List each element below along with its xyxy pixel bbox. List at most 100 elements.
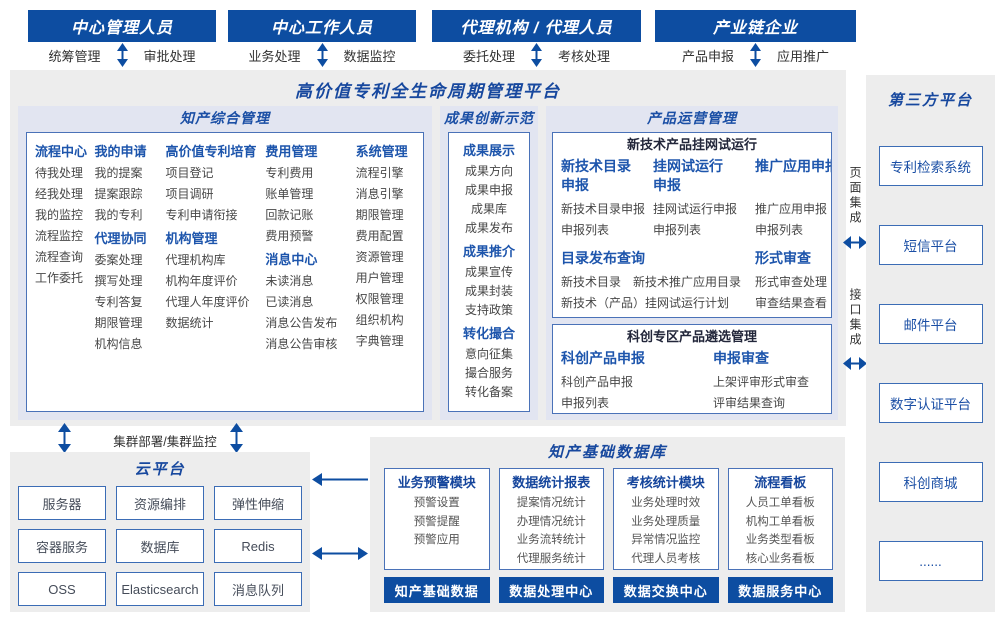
menu-item: 未读消息 — [265, 274, 314, 288]
group-action-label: 业务处理 — [248, 48, 301, 64]
page-integration-label: 页面集成 — [848, 166, 862, 226]
menu-item: 成果方向 — [464, 164, 513, 178]
cluster-label: 集群部署/集群监控 — [113, 435, 217, 449]
double-arrow-vertical-icon — [531, 43, 542, 67]
menu-item: 消息公告发布 — [265, 316, 338, 330]
menu-item: 挂网试运行申报 — [653, 202, 738, 216]
db-module-statistics: 数据统计报表 提案情况统计办理情况统计业务流转统计代理服务统计 数据处理中心 — [498, 468, 604, 603]
menu-item: 成果库 — [470, 202, 507, 216]
menu-item: 支持政策 — [464, 303, 513, 317]
menu-item: 项目登记 — [165, 166, 214, 180]
group-header: 代理协同 — [94, 231, 147, 246]
group-header: 挂网试运行申报 — [653, 158, 723, 193]
db-center-bar: 数据交换中心 — [613, 577, 719, 603]
menu-item: 成果封装 — [464, 284, 513, 298]
ops-group-trial-declare: 挂网试运行申报 挂网试运行申报申报列表 — [653, 157, 755, 241]
group-header: 成果推介 — [462, 244, 515, 259]
db-center-bar: 知产基础数据 — [384, 577, 490, 603]
api-integration-label: 接口集成 — [848, 288, 862, 348]
menu-item: 用户管理 — [355, 271, 404, 285]
menu-item: 成果宣传 — [464, 265, 513, 279]
third-party-box: 邮件平台 — [878, 304, 983, 344]
cloud-service-box: 资源编排 — [116, 486, 204, 520]
db-module-assessment: 考核统计模块 业务处理时效业务处理质量异常情况监控代理人员考核 数据交换中心 — [613, 468, 719, 603]
platform-panel: 高价值专利全生命周期管理平台 知产综合管理 流程中心 待我处理经我处理我的监控流… — [10, 70, 846, 426]
menu-item: 费用预警 — [265, 229, 314, 243]
double-arrow-horizontal-icon — [312, 547, 368, 560]
third-party-box: ...... — [878, 541, 983, 581]
ops-group-catalog-declare: 新技术目录申报 新技术目录申报申报列表 — [561, 157, 653, 241]
section-body: 成果展示 成果方向成果申报成果库成果发布 成果推介 成果宣传成果封装支持政策 转… — [448, 132, 530, 412]
menu-item: 预警设置 — [413, 497, 460, 509]
menu-item: 代理人年度评价 — [165, 295, 250, 309]
cloud-service-box: Redis — [214, 529, 302, 563]
subsection-title: 科创专区产品遴选管理 — [626, 329, 757, 344]
menu-item: 新技术目录申报 — [561, 202, 646, 216]
menu-item: 评审结果查询 — [713, 396, 786, 410]
menu-item: 代理机构库 — [165, 253, 226, 267]
third-party-box: 短信平台 — [878, 225, 983, 265]
ops-group-promo-declare: 推广应用申报 推广应用申报申报列表 — [755, 157, 831, 241]
menu-item: 专利申请衔接 — [165, 208, 238, 222]
menu-item: 申报列表 — [653, 223, 702, 237]
double-arrow-horizontal-icon — [843, 236, 867, 249]
cloud-service-box: 消息队列 — [214, 572, 302, 606]
group-header: 形式审查 — [755, 250, 811, 266]
menu-item: 消息公告审核 — [265, 337, 338, 351]
user-group-title: 产业链企业 — [655, 10, 856, 42]
group-header: 科创产品申报 — [561, 350, 645, 366]
menu-item: 代理人员考核 — [631, 552, 701, 565]
menu-item: 上架评审形式审查 — [713, 375, 810, 389]
menu-item: 期限管理 — [355, 208, 404, 222]
group-action-label: 数据监控 — [343, 48, 396, 64]
menu-item: 机构信息 — [94, 337, 143, 351]
menu-item: 审查结果查看 — [755, 296, 828, 310]
group-header: 消息中心 — [265, 252, 318, 267]
section-product-ops: 产品运营管理 新技术产品挂网试运行 新技术目录申报 新技术目录申报申报列表 挂网… — [546, 106, 838, 420]
menu-item: 已读消息 — [265, 295, 314, 309]
group-header: 业务预警模块 — [397, 475, 476, 490]
section-ip-management: 知产综合管理 流程中心 待我处理经我处理我的监控流程监控流程查询工作委托 我的申… — [18, 106, 432, 420]
group-header: 考核统计模块 — [626, 475, 705, 490]
column-process-center: 流程中心 待我处理经我处理我的监控流程监控流程查询工作委托 — [35, 139, 95, 411]
ops-group-formal-review: 形式审查 形式审查处理审查结果查看 — [755, 249, 831, 314]
user-group-center-staff: 中心工作人员 业务处理 数据监控 — [228, 10, 416, 68]
section-title: 知产基础数据库 — [547, 444, 667, 461]
menu-item: 业务类型看板 — [745, 534, 815, 546]
menu-item: 意向征集 — [464, 347, 513, 361]
menu-item: 待我处理 — [35, 166, 84, 180]
menu-item: 数据统计 — [165, 316, 214, 330]
menu-item: 新技术推广应用目录 — [633, 275, 742, 289]
menu-item: 期限管理 — [94, 316, 143, 330]
menu-item: 科创产品申报 — [561, 375, 634, 389]
menu-item: 经我处理 — [35, 187, 84, 201]
section-title: 成果创新示范 — [444, 110, 534, 126]
group-header: 机构管理 — [165, 231, 218, 246]
menu-item: 我的专利 — [94, 208, 143, 222]
double-arrow-vertical-icon — [116, 43, 128, 67]
menu-item: 人员工单看板 — [745, 497, 815, 509]
group-action-label: 考核处理 — [558, 48, 611, 64]
group-header: 系统管理 — [355, 144, 408, 159]
double-arrow-vertical-icon — [316, 43, 328, 67]
menu-item: 我的监控 — [35, 208, 84, 222]
menu-item: 机构年度评价 — [165, 274, 238, 288]
menu-item: 资源管理 — [355, 250, 404, 264]
subsection-title: 新技术产品挂网试运行 — [626, 137, 757, 152]
db-center-bar: 数据服务中心 — [727, 577, 833, 603]
menu-item: 提案跟踪 — [94, 187, 143, 201]
column-cultivation: 高价值专利培育 项目登记项目调研专利申请衔接 机构管理 代理机构库机构年度评价代… — [166, 139, 266, 411]
menu-item: 撮合服务 — [464, 366, 513, 380]
menu-item: 机构工单看板 — [745, 515, 815, 528]
menu-item: 办理情况统计 — [516, 515, 586, 528]
db-center-bar: 数据处理中心 — [498, 577, 604, 603]
group-header: 目录发布查询 — [561, 250, 645, 266]
third-party-box: 数字认证平台 — [878, 383, 983, 423]
menu-item: 形式审查处理 — [755, 275, 828, 289]
menu-item: 新技术目录 — [561, 275, 622, 289]
user-group-agency: 代理机构 / 代理人员 委托处理 考核处理 — [432, 10, 641, 68]
menu-item: 流程查询 — [35, 250, 84, 264]
section-body: 流程中心 待我处理经我处理我的监控流程监控流程查询工作委托 我的申请 我的提案提… — [26, 132, 424, 412]
cloud-service-box: 数据库 — [116, 529, 204, 563]
